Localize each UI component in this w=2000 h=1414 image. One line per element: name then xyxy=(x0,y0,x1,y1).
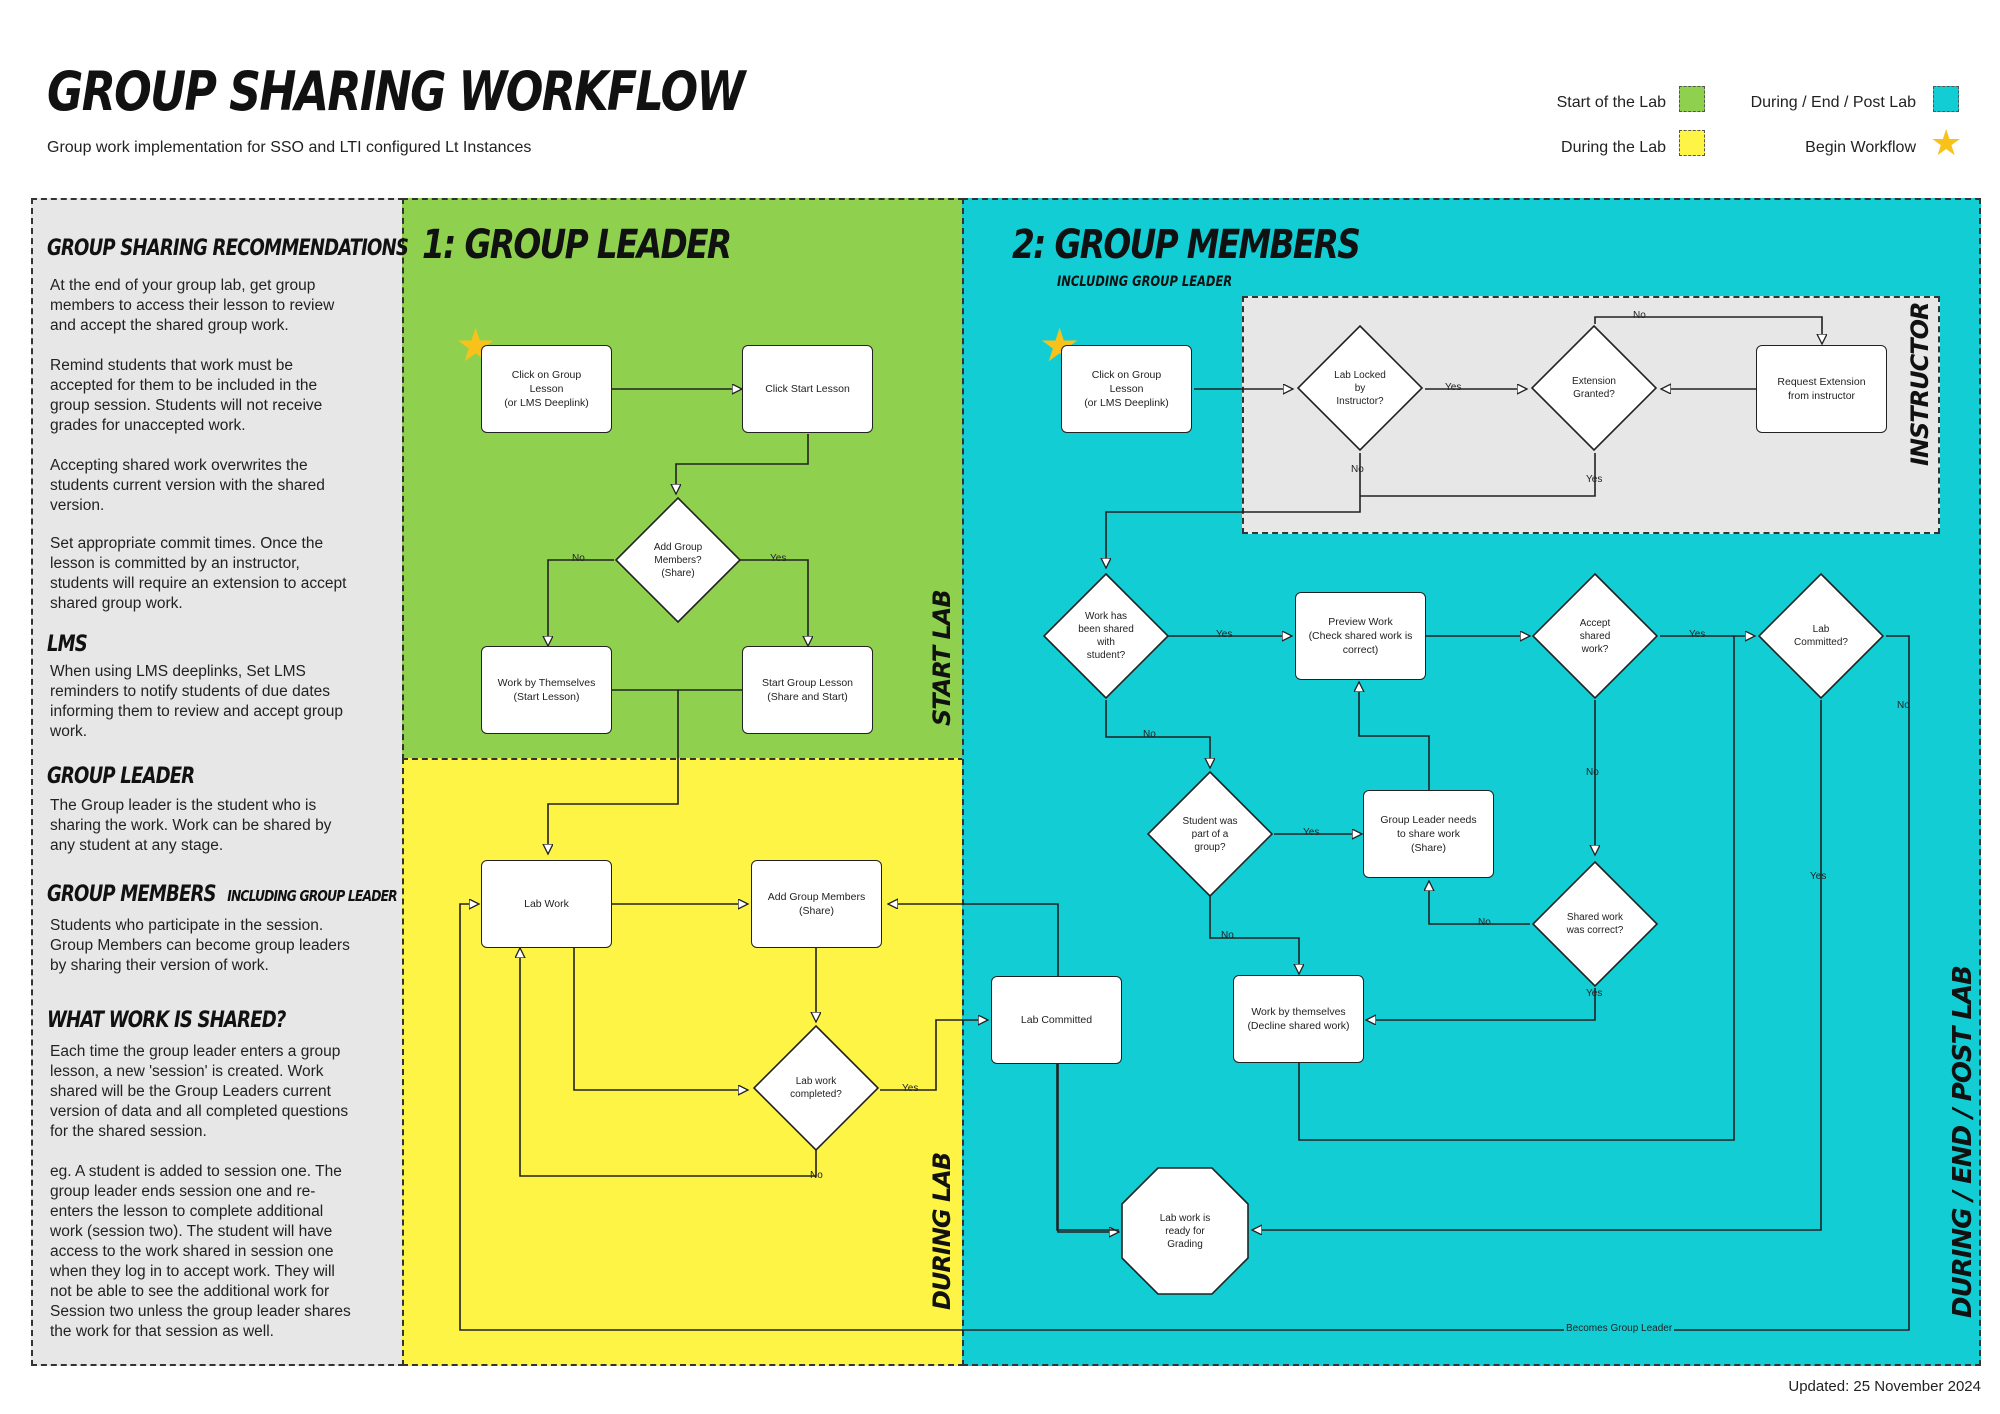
lms-heading: LMS xyxy=(47,632,88,657)
edge-label-no: No xyxy=(1351,464,1364,475)
legend-start-swatch xyxy=(1679,86,1705,112)
group-members-section-subtitle: INCLUDING GROUP LEADER xyxy=(1057,274,1233,290)
group-leader-heading: GROUP LEADER xyxy=(47,764,195,789)
gm-click-lesson-node: Click on Group Lesson (or LMS Deeplink) xyxy=(1061,345,1192,433)
rec-paragraph-2: Remind students that work must be accept… xyxy=(50,357,323,434)
legend-during-label: During the Lab xyxy=(1561,139,1666,156)
edge-label-no: No xyxy=(572,553,585,564)
lab-locked-decision xyxy=(1296,324,1424,452)
group-members-text: Students who participate in the session.… xyxy=(50,917,350,974)
legend-start-label: Start of the Lab xyxy=(1556,94,1666,111)
recommendations-panel xyxy=(31,198,404,1366)
edge-label-yes: Yes xyxy=(1216,629,1233,640)
add-group-members-node: Add Group Members (Share) xyxy=(751,860,882,948)
page-title: GROUP SHARING WORKFLOW xyxy=(47,60,745,123)
what-shared-paragraph-2: eg. A student is added to session one. T… xyxy=(50,1163,351,1340)
group-members-section-title: 2: GROUP MEMBERS xyxy=(1012,222,1361,268)
lab-locked-label: Lab Locked by Instructor? xyxy=(1334,369,1386,407)
shared-correct-label: Shared work was correct? xyxy=(1566,912,1624,936)
edge-label-no: No xyxy=(810,1170,823,1181)
edge-label-yes: Yes xyxy=(1586,474,1603,485)
recommendations-heading: GROUP SHARING RECOMMENDATIONS xyxy=(47,236,409,261)
legend-during-swatch xyxy=(1679,130,1705,156)
legend-post-label: During / End / Post Lab xyxy=(1750,94,1916,111)
lab-committed-q-label: Lab Committed? xyxy=(1794,624,1848,648)
legend-begin-label: Begin Workflow xyxy=(1805,139,1916,156)
gl-click-lesson-node: Click on Group Lesson (or LMS Deeplink) xyxy=(481,345,612,433)
edge-label-no: No xyxy=(1143,729,1156,740)
edge-label-becomes-leader: Becomes Group Leader xyxy=(1564,1323,1675,1334)
edge-label-no: No xyxy=(1897,700,1910,711)
what-shared-paragraph-1: Each time the group leader enters a grou… xyxy=(50,1043,349,1140)
edge-label-yes: Yes xyxy=(770,553,787,564)
edge-label-no: No xyxy=(1478,917,1491,928)
what-shared-heading: WHAT WORK IS SHARED? xyxy=(47,1008,286,1033)
edge-label-yes: Yes xyxy=(1586,988,1603,999)
edge-label-yes: Yes xyxy=(902,1083,919,1094)
group-leader-section-title: 1: GROUP LEADER xyxy=(422,222,732,268)
accept-shared-label: Accept shared work? xyxy=(1579,617,1611,655)
rec-paragraph-1: At the end of your group lab, get group … xyxy=(50,277,335,334)
grading-octagon xyxy=(1121,1167,1249,1295)
gl-start-lesson-node: Click Start Lesson xyxy=(742,345,873,433)
lab-completed-decision xyxy=(752,1024,880,1152)
lab-completed-label: Lab work completed? xyxy=(790,1076,842,1100)
legend-post-swatch xyxy=(1933,86,1959,112)
leader-needs-share-node: Group Leader needs to share work (Share) xyxy=(1363,790,1494,878)
page-subtitle: Group work implementation for SSO and LT… xyxy=(47,139,532,156)
group-leader-during-zone xyxy=(402,758,964,1366)
grading-label: Lab work is ready for Grading xyxy=(1159,1212,1211,1250)
updated-date: Updated: 25 November 2024 xyxy=(1788,1378,1981,1395)
edge-label-no: No xyxy=(1586,767,1599,778)
edge-label-no: No xyxy=(1221,930,1234,941)
edge-label-yes: Yes xyxy=(1445,382,1462,393)
lms-text: When using LMS deeplinks, Set LMS remind… xyxy=(50,663,343,740)
rec-paragraph-4: Set appropriate commit times. Once the l… xyxy=(50,535,347,612)
part-of-group-label: Student was part of a group? xyxy=(1182,815,1238,853)
gl-add-members-decision xyxy=(614,496,742,624)
part-of-group-decision xyxy=(1146,770,1274,898)
work-shared-label: Work has been shared with student? xyxy=(1078,611,1134,661)
extension-granted-decision xyxy=(1530,324,1658,452)
lab-committed-node: Lab Committed xyxy=(991,976,1122,1064)
edge-label-no: No xyxy=(1633,310,1646,321)
preview-work-node: Preview Work (Check shared work is corre… xyxy=(1295,592,1426,680)
edge-label-yes: Yes xyxy=(1689,629,1706,640)
lab-committed-decision xyxy=(1757,572,1885,700)
gl-work-alone-node: Work by Themselves (Start Lesson) xyxy=(481,646,612,734)
work-shared-decision xyxy=(1042,572,1170,700)
extension-granted-label: Extension Granted? xyxy=(1572,376,1616,400)
gl-add-members-label: Add Group Members? (Share) xyxy=(653,541,703,579)
work-by-themselves-node: Work by themselves (Decline shared work) xyxy=(1233,975,1364,1063)
edge-label-yes: Yes xyxy=(1303,827,1320,838)
lab-work-node: Lab Work xyxy=(481,860,612,948)
gl-start-group-node: Start Group Lesson (Share and Start) xyxy=(742,646,873,734)
request-extension-node: Request Extension from instructor xyxy=(1756,345,1887,433)
rec-paragraph-3: Accepting shared work overwrites the stu… xyxy=(50,457,325,514)
accept-shared-decision xyxy=(1531,572,1659,700)
edge-label-yes: Yes xyxy=(1810,871,1827,882)
group-leader-text: The Group leader is the student who is s… xyxy=(50,797,332,854)
shared-correct-decision xyxy=(1531,860,1659,988)
legend-star-icon: ★ xyxy=(1930,122,1963,163)
